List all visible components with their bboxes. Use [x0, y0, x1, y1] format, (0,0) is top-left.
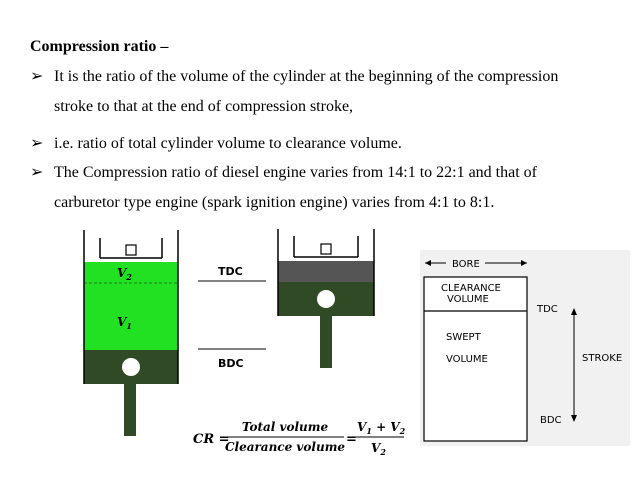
right-gudgeon-pin [317, 290, 335, 308]
left-gudgeon-pin [122, 358, 140, 376]
tdc-label: TDC [218, 265, 243, 278]
right-clearance-volume [278, 261, 374, 282]
left-cylinder: V2 V1 [83, 230, 179, 436]
label-v1: V1 [117, 315, 132, 331]
arrow-right-icon [521, 260, 527, 266]
formula-numerator: Total volume [242, 420, 329, 434]
bore-label: BORE [452, 259, 480, 270]
left-spark-plug [125, 244, 137, 256]
compression-ratio-formula: CR = Total volume Clearance volume = V1 … [193, 420, 406, 457]
right-spark-plug [320, 243, 332, 255]
bullet-1-line-1: It is the ratio of the volume of the cyl… [54, 68, 559, 85]
formula-denominator: Clearance volume [225, 440, 345, 454]
bore-stroke-schematic: BORE CLEARANCE VOLUME TDC SWEPT VOLUME S… [420, 250, 630, 446]
arrow-down-icon [571, 415, 577, 422]
bullet-2-line-1: i.e. ratio of total cylinder volume to c… [54, 135, 402, 152]
arrow-bullet-icon: ➢ [30, 135, 44, 152]
bullet-2: ➢ i.e. ratio of total cylinder volume to … [30, 133, 402, 153]
stroke-label: STROKE [582, 353, 622, 364]
bullet-1-line-2: stroke to that at the end of compression… [54, 98, 354, 115]
arrow-left-icon [425, 260, 431, 266]
bullet-3-line-1: The Compression ratio of diesel engine v… [54, 164, 537, 181]
cylinder-outline [423, 276, 528, 442]
arrow-bullet-icon: ➢ [30, 164, 44, 181]
slide-heading: Compression ratio – [30, 38, 169, 55]
bdc-label: BDC [218, 357, 244, 370]
right-cylinder [277, 229, 375, 368]
formula-cr: CR = [193, 432, 230, 447]
schematic-tdc-label: TDC [536, 304, 558, 315]
left-connecting-rod [124, 384, 136, 436]
formula-equals: = [346, 432, 357, 447]
arrow-up-icon [571, 308, 577, 315]
swept-label: SWEPT [446, 332, 482, 343]
swept-volume-label: VOLUME [446, 354, 488, 365]
formula-num2: V1 + V2 [357, 420, 406, 436]
schematic-bdc-label: BDC [540, 415, 562, 426]
bullet-1: ➢ It is the ratio of the volume of the cy… [30, 66, 558, 86]
label-v2: V2 [117, 266, 132, 282]
bullet-3-line-2: carburetor type engine (spark ignition e… [54, 194, 495, 211]
formula-den2: V2 [371, 441, 386, 457]
clearance-label: CLEARANCE [441, 283, 501, 294]
right-connecting-rod [320, 316, 332, 368]
arrow-bullet-icon: ➢ [30, 68, 44, 85]
bullet-3: ➢ The Compression ratio of diesel engine … [30, 162, 537, 182]
clearance-volume-label: VOLUME [447, 294, 489, 305]
left-gas-volume [84, 262, 178, 350]
